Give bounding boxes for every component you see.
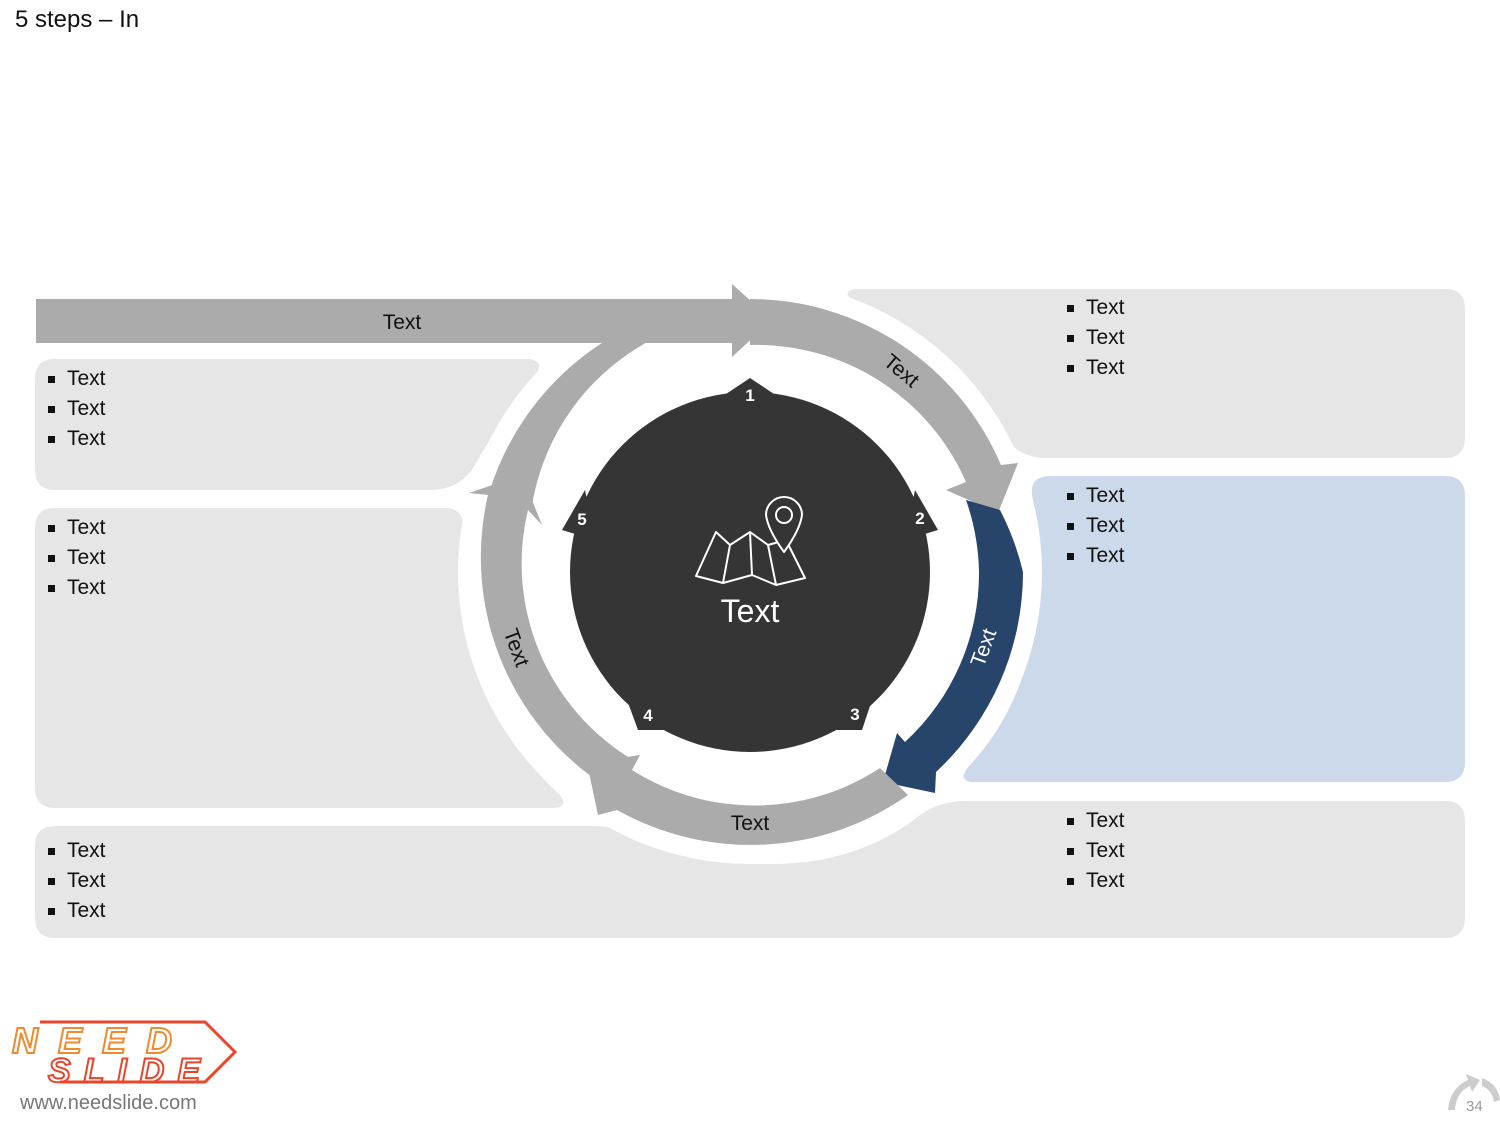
list-item: Text [47, 513, 106, 543]
step-number-5: 5 [577, 510, 586, 529]
arc-segment-4-5 [469, 475, 633, 786]
panel-bottom [35, 801, 1465, 938]
slide-title: 5 steps – In [15, 6, 140, 33]
arc-segment-1-2 [750, 299, 1018, 513]
center-hub [562, 378, 938, 752]
panel-top-left [35, 359, 539, 490]
needslide-logo: NEED SLIDE [11, 1019, 238, 1091]
arc-segment-2-3 [883, 500, 1024, 793]
list-item: Text [1066, 293, 1125, 323]
arc-segment-3-4 [587, 755, 908, 845]
panel-bottom-left-list: Text Text Text [47, 836, 106, 926]
panel-top-right-list: Text Text Text [1066, 293, 1125, 383]
list-item: Text [1066, 541, 1125, 571]
list-item: Text [47, 543, 106, 573]
center-label: Text [721, 593, 780, 629]
logo-url: www.needslide.com [20, 1092, 197, 1114]
list-item: Text [47, 394, 106, 424]
panel-mid-left [35, 508, 564, 808]
step-number-2: 2 [915, 509, 924, 528]
panel-top-left-list: Text Text Text [47, 364, 106, 454]
panel-mid-right [963, 476, 1465, 782]
list-item: Text [1066, 836, 1125, 866]
list-item: Text [1066, 353, 1125, 383]
step-number-1: 1 [745, 386, 754, 405]
list-item: Text [47, 364, 106, 394]
top-arrow [36, 284, 772, 357]
list-item: Text [47, 896, 106, 926]
list-item: Text [1066, 481, 1125, 511]
list-item: Text [1066, 866, 1125, 896]
cycle-corner-icon [1448, 1074, 1500, 1110]
list-item: Text [47, 573, 106, 603]
panel-mid-left-list: Text Text Text [47, 513, 106, 603]
list-item: Text [1066, 806, 1125, 836]
step-number-3: 3 [850, 705, 859, 724]
panel-mid-right-list: Text Text Text [1066, 481, 1125, 571]
list-item: Text [47, 866, 106, 896]
page-number: 34 [1466, 1098, 1483, 1115]
list-item: Text [1066, 511, 1125, 541]
list-item: Text [47, 836, 106, 866]
panel-bottom-right-list: Text Text Text [1066, 806, 1125, 896]
list-item: Text [47, 424, 106, 454]
top-arrow-label: Text [383, 311, 422, 334]
panel-top-right [847, 289, 1465, 458]
step-number-4: 4 [643, 706, 653, 725]
map-pin-icon [695, 496, 806, 586]
arc-segment-5-1 [490, 335, 655, 505]
list-item: Text [1066, 323, 1125, 353]
arc-label-bottom: Text [731, 812, 770, 835]
